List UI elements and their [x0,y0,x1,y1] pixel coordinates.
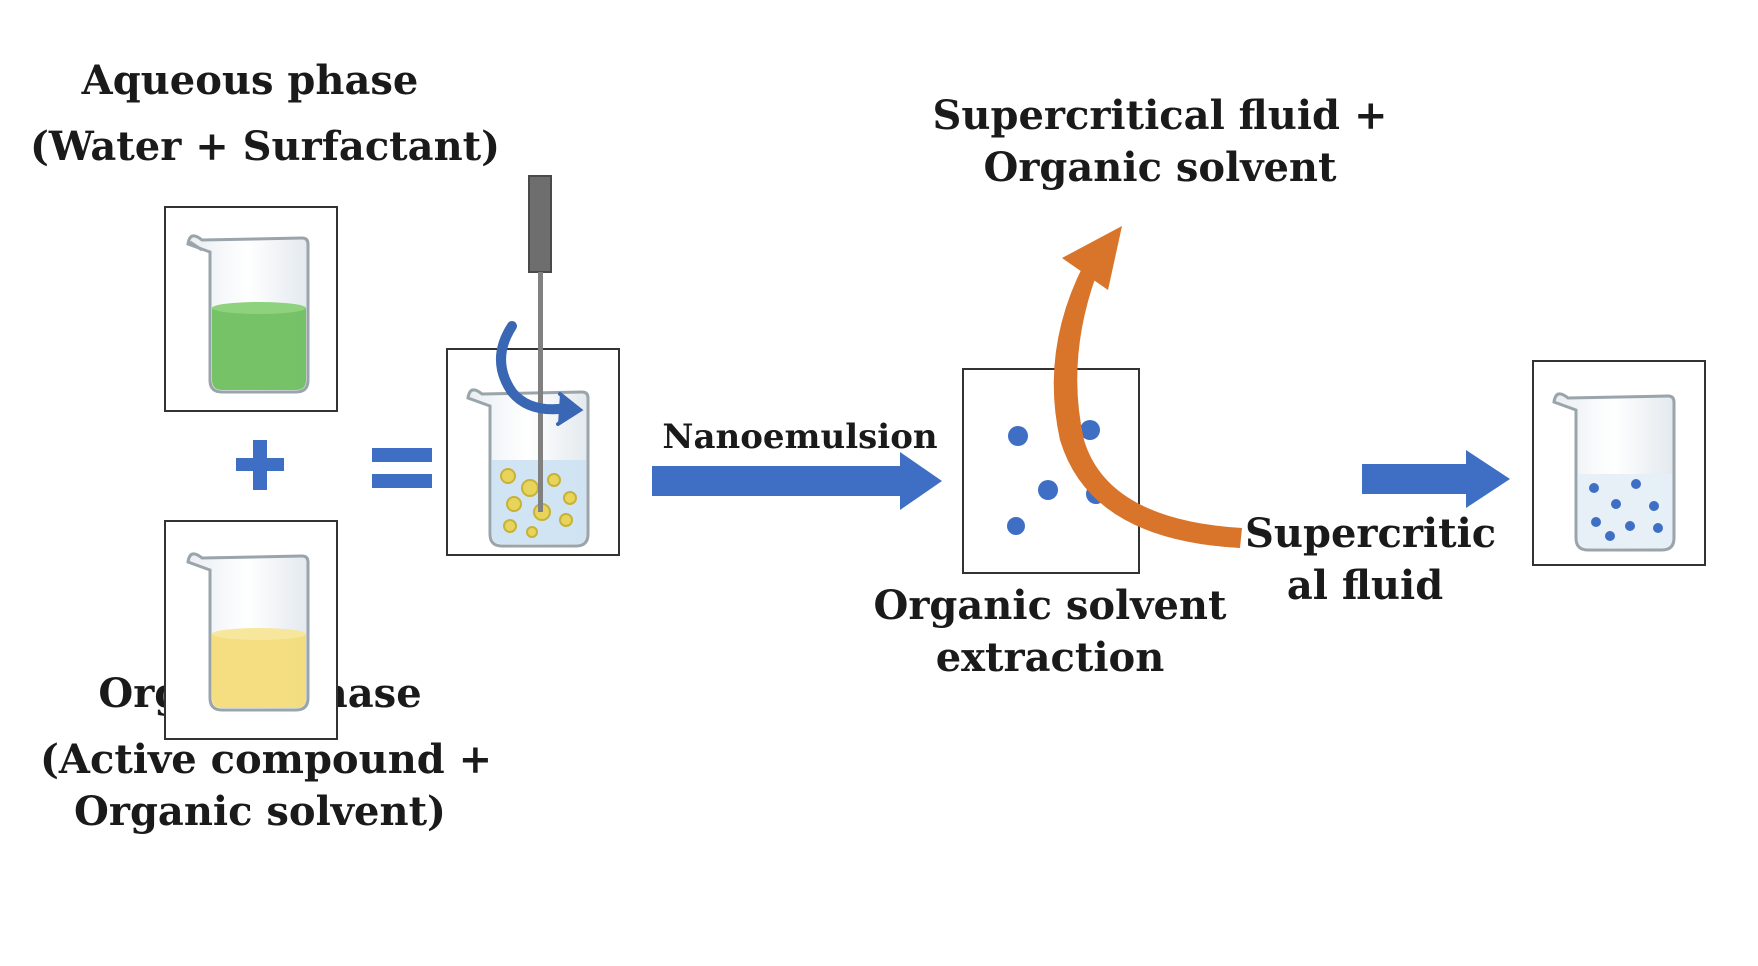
rotation-arrow-icon [496,321,584,426]
aqueous-phase-label: Aqueous phase (Water + Surfactant) [30,55,501,173]
arrow-right-icon [1362,450,1510,508]
aqueous-phase-title: Aqueous phase [81,57,419,104]
beaker-icon [186,552,310,712]
extraction-label: Organic solvent extraction [870,580,1230,684]
supercritical-out-line2: Organic solvent [983,144,1337,191]
supercritical-in-line1: Supercritic [1245,510,1497,557]
stirrer-icon [528,175,552,512]
extraction-line2: extraction [935,634,1165,681]
aqueous-liquid [212,308,306,390]
final-nanoparticles [1589,479,1663,541]
supercritical-in-label: Supercritic al fluid [1245,508,1497,612]
beaker-icon [186,234,310,394]
organic-phase-subtitle-1: (Active compound + [40,736,493,783]
nanoemulsion-label: Nanoemulsion [662,417,938,457]
equals-icon [372,448,432,488]
supercritical-out-label: Supercritical fluid + Organic solvent [900,90,1420,194]
organic-phase-subtitle-2: Organic solvent) [74,788,446,835]
extraction-box [962,368,1140,574]
arrow-right-icon [652,452,942,510]
plus-icon [236,440,284,490]
final-liquid [1578,474,1672,548]
supercritical-out-line1: Supercritical fluid + [932,92,1388,139]
beaker-icon [466,388,590,548]
aqueous-phase-subtitle: (Water + Surfactant) [30,123,501,170]
organic-liquid [212,634,306,708]
beaker-icon [1552,392,1676,552]
curved-arrow-icon [1053,226,1242,548]
organic-phase-label: Organic phase (Active compound + Organic… [40,668,493,838]
supercritical-in-line2: al fluid [1286,562,1444,609]
extraction-line1: Organic solvent [873,582,1227,629]
